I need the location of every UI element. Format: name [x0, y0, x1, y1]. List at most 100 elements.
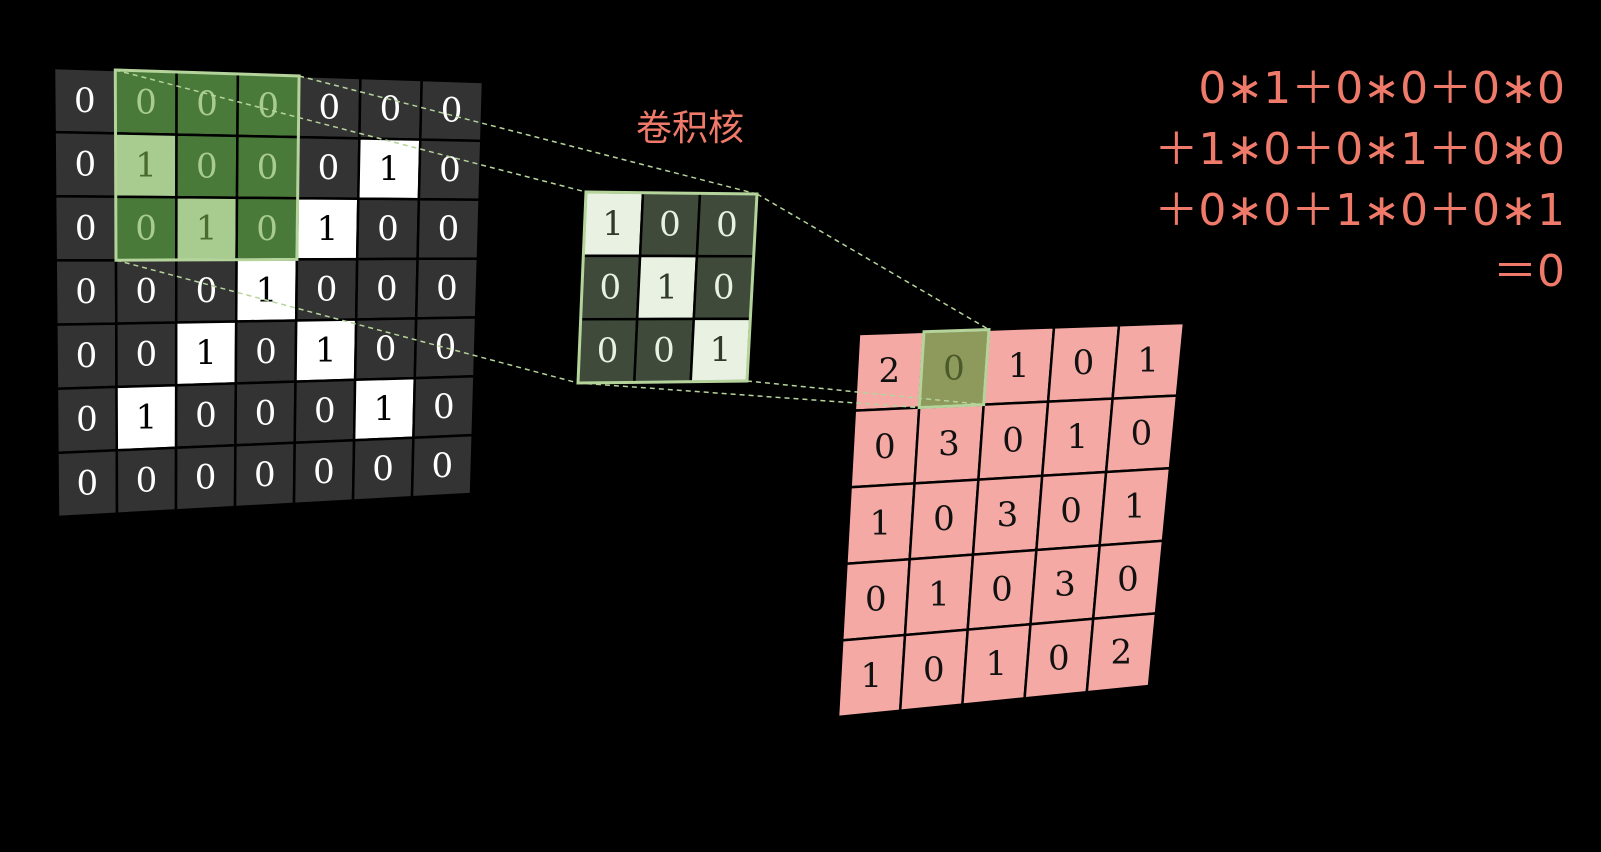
output-cell-value: 3 [1054, 565, 1076, 605]
input-cell-value: 0 [196, 146, 218, 186]
input-cell-value: 0 [195, 458, 217, 498]
output-cell-value: 0 [1060, 491, 1082, 531]
output-cell [1085, 612, 1158, 694]
output-cell-value: 0 [933, 499, 955, 539]
kernel-cell-value: 0 [597, 331, 619, 371]
input-cell-value: 0 [76, 464, 98, 504]
input-cell-value: 0 [318, 148, 340, 188]
output-cell-value: 0 [1073, 343, 1095, 383]
input-cell-value: 0 [74, 81, 96, 121]
input-cell-value: 0 [135, 83, 157, 123]
kernel-cell-value: 0 [599, 268, 621, 308]
input-cell-value: 0 [433, 387, 455, 427]
kernel-cell-value: 1 [602, 204, 624, 244]
kernel-cell-value: 1 [710, 330, 732, 370]
kernel-cell-value: 0 [713, 268, 735, 308]
input-cell-value: 0 [75, 272, 97, 312]
input-cell-value: 0 [75, 208, 97, 248]
output-cell-value: 1 [928, 575, 950, 615]
input-cell-value: 0 [76, 400, 98, 440]
input-cell-value: 0 [376, 269, 398, 309]
input-window-highlight [113, 68, 301, 262]
input-cell-value: 1 [256, 270, 278, 310]
input-cell-value: 0 [377, 209, 399, 249]
output-cell-value: 0 [923, 650, 945, 690]
projection-lines [115, 69, 990, 409]
kernel-label: 卷积核 [636, 108, 744, 149]
equation-line: ＋1∗0＋0∗1＋0∗0 [1154, 124, 1565, 175]
equation-line: ＋0∗0＋1∗0＋0∗1 [1154, 185, 1565, 236]
input-cell-value: 0 [431, 446, 453, 486]
output-cell-value: 0 [865, 580, 887, 620]
output-cell-value: 0 [1131, 414, 1153, 454]
equation-line: 0∗1＋0∗0＋0∗0 [1198, 63, 1565, 114]
input-cell-value: 0 [316, 270, 338, 310]
equation-result: ＝0 [1493, 246, 1565, 297]
input-cell-value: 1 [317, 209, 339, 249]
projection-line [115, 69, 587, 193]
input-cell-value: 0 [314, 391, 336, 431]
input-cell-value: 1 [196, 209, 218, 249]
output-cell-value: 1 [860, 656, 882, 696]
input-cell-value: 0 [135, 209, 157, 249]
input-cell-value: 1 [135, 146, 157, 186]
input-cell-value: 0 [375, 329, 397, 369]
kernel-cell-value: 0 [716, 205, 738, 245]
input-cell-value: 0 [196, 271, 218, 311]
output-cell-value: 0 [1048, 638, 1070, 678]
input-cell-value: 0 [195, 395, 217, 435]
input-cell-value: 1 [378, 149, 400, 189]
output-cell-value: 3 [997, 495, 1019, 535]
input-cell-value: 0 [438, 209, 460, 249]
projection-line [298, 75, 758, 195]
input-cell-value: 0 [435, 328, 457, 368]
input-cell-value: 1 [136, 398, 158, 438]
output-cell-value: 0 [1117, 560, 1139, 600]
output-cell-value: 0 [943, 348, 965, 388]
output-cell-value: 0 [874, 427, 896, 467]
input-cell-value: 0 [135, 335, 157, 375]
input-cell-value: 0 [74, 145, 96, 185]
output-cell-value: 1 [985, 644, 1007, 684]
input-cell-value: 0 [76, 336, 98, 376]
input-cell-value: 0 [372, 449, 394, 489]
input-cell-value: 0 [436, 268, 458, 308]
input-cell-value: 1 [315, 330, 337, 370]
input-cell-value: 0 [257, 86, 279, 126]
kernel-cell-value: 0 [659, 205, 681, 245]
input-cell-value: 1 [195, 333, 217, 373]
input-cell-value: 0 [380, 89, 402, 129]
output-cell-value: 1 [1066, 417, 1088, 457]
input-cell-value: 0 [257, 147, 279, 187]
input-cell-value: 0 [313, 452, 335, 492]
input-cell-value: 0 [254, 455, 276, 495]
output-cell-value: 1 [1008, 346, 1030, 386]
input-cell-value: 0 [196, 84, 218, 124]
input-cell-value: 0 [439, 150, 461, 190]
input-cell-value: 0 [136, 461, 158, 501]
input-cell-value: 0 [318, 87, 340, 127]
output-cell-highlight [917, 328, 991, 410]
input-cell-value: 1 [373, 389, 395, 429]
input-cell-value: 0 [255, 332, 277, 372]
output-cell-value: 3 [938, 424, 960, 464]
output-cell-value: 0 [1002, 420, 1024, 460]
input-cell-value: 0 [135, 272, 157, 312]
input-cell [410, 433, 474, 499]
kernel-cell-value: 1 [656, 268, 678, 308]
output-cell-value: 1 [869, 503, 891, 543]
input-cell-value: 0 [255, 393, 277, 433]
projection-line [577, 382, 920, 409]
output-cell-value: 1 [1137, 341, 1159, 381]
input-cell-value: 0 [256, 209, 278, 249]
output-cell-value: 2 [1110, 633, 1132, 673]
equation: 0∗1＋0∗0＋0∗0 ＋1∗0＋0∗1＋0∗0 ＋0∗0＋1∗0＋0∗1 ＝0 [1154, 63, 1565, 297]
kernel-cell-value: 0 [653, 331, 675, 371]
projection-line [115, 259, 579, 384]
output-cell-value: 1 [1124, 487, 1146, 527]
projection-line [746, 380, 984, 406]
